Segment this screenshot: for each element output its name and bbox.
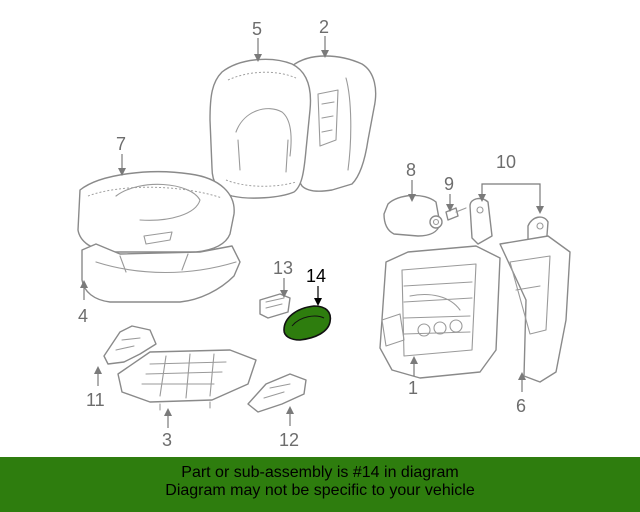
callout-14-highlighted: 14 [306,266,326,286]
part-3-seat-pan[interactable] [117,349,257,411]
part-9-screw[interactable] [445,207,467,221]
part-7-seat-cushion-cover[interactable] [77,171,235,253]
callout-12: 12 [279,430,299,450]
part-13-knob[interactable] [259,293,291,319]
callout-10: 10 [496,152,516,172]
part-14-fill [283,305,332,341]
callout-2: 2 [319,17,329,37]
part-11-bracket[interactable] [103,325,157,365]
part-4-seat-cushion-pad[interactable] [81,243,241,303]
callout-11: 11 [86,390,105,410]
callout-8: 8 [406,160,416,180]
callout-9: 9 [444,174,454,194]
banner-line-disclaimer: Diagram may not be specific to your vehi… [165,482,475,499]
part-6-rear-frame[interactable] [499,235,571,383]
part-14-handle-highlighted[interactable] [283,305,332,341]
callout-13: 13 [273,258,293,278]
part-5-seatback-cushion[interactable] [209,58,312,199]
part-8-headrest[interactable] [383,194,443,237]
callout-5: 5 [252,19,262,39]
callout-3: 3 [162,430,172,450]
parts-diagram: 1 2 3 4 5 6 7 8 9 10 11 12 13 14 [77,17,571,450]
part-1-frame-assembly[interactable] [379,245,501,379]
banner-line-part: Part or sub-assembly is #14 in diagram [181,464,459,481]
callout-6: 6 [516,396,526,416]
leader-lines [80,36,544,428]
callout-1: 1 [408,378,418,398]
info-banner: Part or sub-assembly is #14 in diagram D… [0,457,640,512]
callout-7: 7 [116,134,126,154]
callout-4: 4 [78,306,88,326]
callout-labels: 1 2 3 4 5 6 7 8 9 10 11 12 13 14 [78,17,526,450]
part-12-side-trim[interactable] [247,373,307,413]
